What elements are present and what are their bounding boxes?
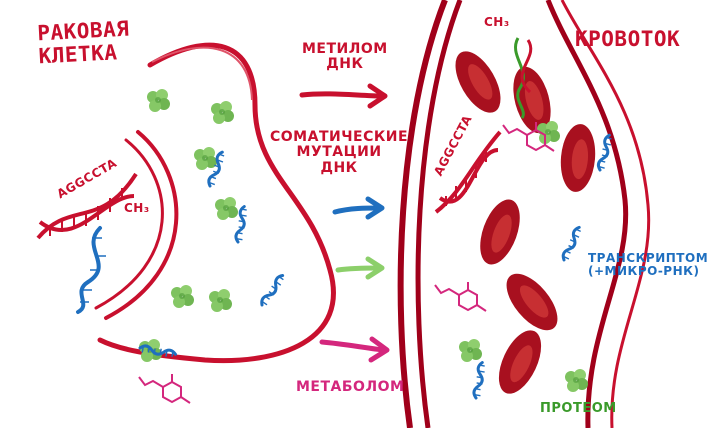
dna-helix-icon: [434, 37, 533, 214]
vessel-wall: [397, 0, 651, 429]
proteome-label: ПРОТЕОМ: [540, 401, 617, 416]
rna-strand-icon: [76, 226, 106, 314]
somatic-mutations-label: СОМАТИЧЕСКИЕ МУТАЦИИ ДНК: [270, 129, 409, 176]
cancer-cell-label: РАКОВАЯ КЛЕТКА: [36, 16, 130, 69]
cancer-cell-membrane: [97, 42, 336, 364]
dna-helix-icon: [36, 172, 138, 240]
arrow-icon: [299, 83, 390, 363]
metabolome-label: МЕТАБОЛОМ: [296, 379, 405, 395]
methyl-group-label-cell: CH₃: [124, 201, 150, 215]
transcriptome-label: ТРАНСКРИПТОМ (+МИКРО-РНК): [588, 251, 709, 279]
methyl-group-label-blood: CH₃: [484, 15, 510, 29]
bloodstream-label: КРОВОТОК: [575, 27, 681, 51]
nucleus-membrane: [94, 130, 179, 320]
dna-methylome-label: МЕТИЛОМ ДНК: [302, 41, 388, 73]
